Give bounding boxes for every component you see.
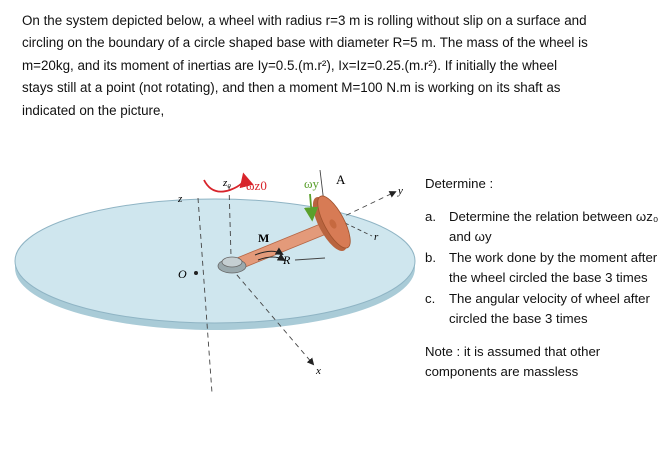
task-item-text: The angular velocity of wheel after circ…: [449, 290, 650, 327]
rolling-wheel-figure: z z₀ ωz0 ωy A y r M R O x: [14, 169, 416, 394]
label-M: M: [258, 231, 269, 245]
task-heading: Determine :: [425, 176, 494, 191]
label-R: R: [282, 253, 291, 267]
wheel-hub: [329, 219, 337, 229]
moment-arrow-2: [257, 253, 286, 262]
problem-statement: On the system depicted below, a wheel wi…: [22, 10, 654, 122]
z-axis: [197, 197, 213, 394]
label-y: y: [397, 185, 403, 197]
task-item-label: c.: [425, 290, 436, 306]
problem-line-4: stays still at a point (not rotating), a…: [22, 80, 561, 96]
task-item-label: a.: [425, 208, 436, 224]
problem-line-5: indicated on the picture,: [22, 102, 165, 118]
problem-line-3: m=20kg, and its moment of inertias are I…: [22, 57, 558, 73]
problem-line-1: On the system depicted below, a wheel wi…: [22, 13, 587, 28]
base-disk: [14, 198, 416, 324]
task-item-b: b. The work done by the moment after the…: [425, 248, 665, 289]
task-item-a: a. Determine the relation between ωz₀ an…: [425, 207, 665, 248]
label-omega-y: ωy: [304, 176, 320, 191]
moment-arrow: [254, 247, 284, 256]
label-omega-z0: ωz0: [246, 178, 267, 193]
radius-R-line: [294, 257, 326, 261]
z0-axis: [228, 185, 232, 257]
task-item-c: c. The angular velocity of wheel after c…: [425, 289, 665, 330]
x-axis: [230, 267, 315, 366]
omega-y-arrow: [303, 193, 319, 222]
pivot-top: [221, 256, 243, 268]
origin-point: [194, 271, 198, 275]
problem-line-2: circling on the boundary of a circle sha…: [22, 35, 588, 51]
omega-z0-arrow: [203, 172, 254, 193]
task-item-text: The work done by the moment after the wh…: [449, 249, 658, 286]
task-item-label: b.: [425, 249, 436, 265]
note-text: Note : it is assumed that other componen…: [425, 343, 601, 380]
label-r: r: [374, 231, 379, 243]
r-axis: [344, 222, 373, 237]
label-A: A: [336, 172, 346, 187]
label-z0: z₀: [222, 177, 231, 189]
task-list: Determine : a. Determine the relation be…: [425, 174, 665, 383]
task-item-text: Determine the relation between ωz₀ and ω…: [449, 208, 659, 245]
label-O: O: [178, 267, 187, 281]
label-x: x: [315, 365, 321, 377]
label-z: z: [177, 193, 183, 205]
